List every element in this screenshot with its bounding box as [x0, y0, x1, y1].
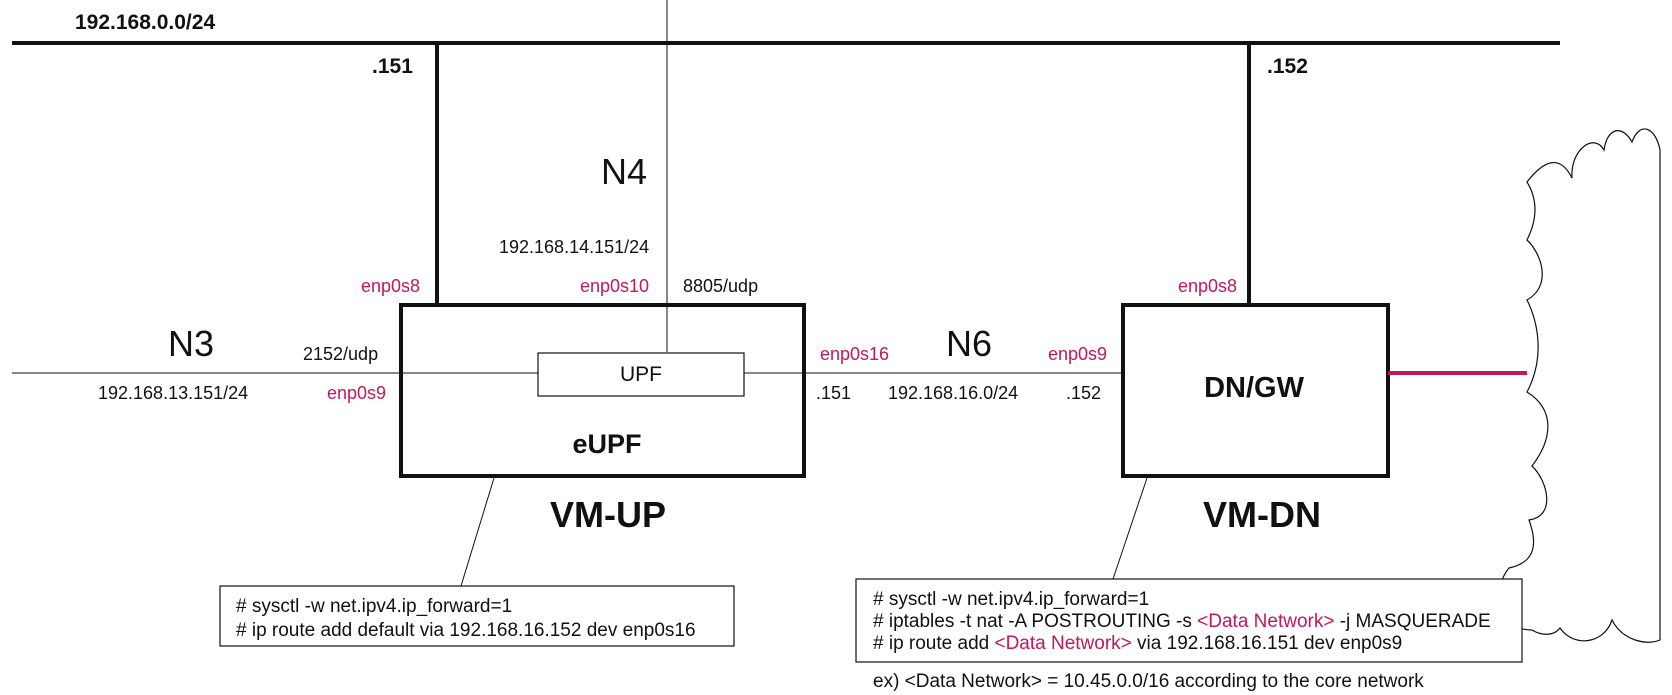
n3-label: N3 — [168, 323, 214, 364]
top-subnet-label: 192.168.0.0/24 — [75, 11, 215, 34]
eupf-box — [399, 303, 806, 478]
upf-note-line2: # ip route add default via 192.168.16.15… — [236, 620, 696, 641]
upf-label: UPF — [620, 363, 662, 386]
dn-gw-box — [1121, 303, 1390, 478]
upf-n6-suffix: .151 — [816, 383, 851, 403]
vm-dn-label: VM-DN — [1203, 494, 1321, 535]
upf-mgmt-iface: enp0s8 — [361, 276, 420, 296]
dn-note-line2: # iptables -t nat -A POSTROUTING -s <Dat… — [873, 611, 1491, 632]
dn-note-line3-part1: # ip route add — [873, 633, 994, 654]
dn-note-line1: # sysctl -w net.ipv4.ip_forward=1 — [873, 589, 1149, 610]
dn-n6-suffix: .152 — [1066, 383, 1101, 403]
upf-note-pointer — [460, 477, 495, 587]
upf-note-box — [219, 585, 735, 647]
n4-iface: enp0s10 — [580, 276, 649, 296]
dn-note-box — [855, 578, 1523, 663]
data-network-example: ex) <Data Network> = 10.45.0.0/16 accord… — [873, 671, 1424, 692]
n4-label: N4 — [601, 151, 647, 192]
upf-box — [537, 352, 745, 397]
dn-mgmt-suffix: .152 — [1267, 55, 1308, 78]
upf-note-line1: # sysctl -w net.ipv4.ip_forward=1 — [236, 596, 512, 617]
dn-note-line2-part1: # iptables -t nat -A POSTROUTING -s — [873, 611, 1197, 632]
dn-n6-iface: enp0s9 — [1048, 344, 1107, 364]
dn-mgmt-iface: enp0s8 — [1178, 276, 1237, 296]
dn-note-line3-part3: via 192.168.16.151 dev enp0s9 — [1132, 633, 1402, 654]
dn-note-line2-part3: -j MASQUERADE — [1334, 611, 1490, 632]
n4-port: 8805/udp — [683, 276, 758, 296]
dn-note-line3: # ip route add <Data Network> via 192.16… — [873, 633, 1402, 654]
upf-mgmt-suffix: .151 — [372, 55, 413, 78]
n6-label: N6 — [946, 323, 992, 364]
dn-note-pointer — [1112, 477, 1148, 580]
data-network-cloud-icon — [1498, 128, 1661, 643]
eupf-label: eUPF — [572, 429, 641, 459]
n4-ip: 192.168.14.151/24 — [499, 237, 649, 257]
dn-gw-label: DN/GW — [1204, 372, 1305, 404]
dn-note-line3-data-network: <Data Network> — [994, 633, 1131, 654]
n3-iface: enp0s9 — [327, 383, 386, 403]
dn-note-line2-data-network: <Data Network> — [1197, 611, 1334, 632]
n3-port: 2152/udp — [303, 344, 378, 364]
vm-up-label: VM-UP — [550, 494, 666, 535]
n6-subnet: 192.168.16.0/24 — [888, 383, 1018, 403]
upf-n6-iface: enp0s16 — [820, 344, 889, 364]
n3-ip: 192.168.13.151/24 — [98, 383, 248, 403]
